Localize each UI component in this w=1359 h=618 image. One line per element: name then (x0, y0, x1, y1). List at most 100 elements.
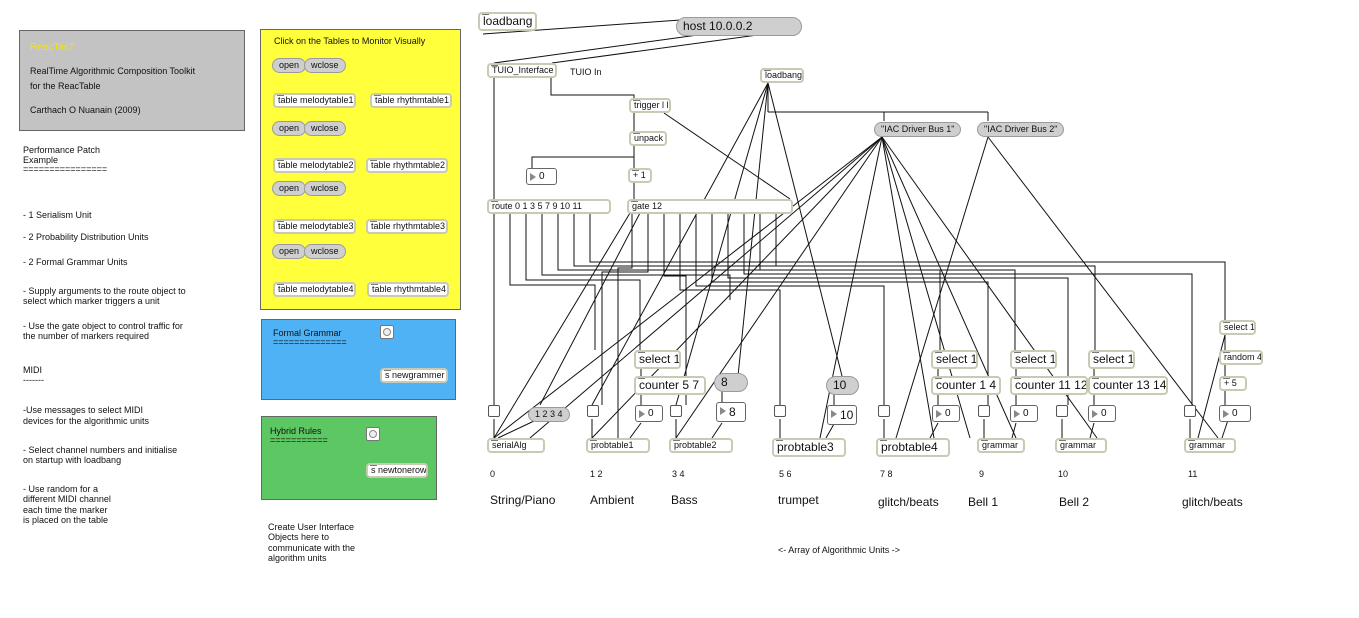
toggle-grammar-1[interactable] (978, 405, 990, 417)
gate-object[interactable]: gate 12 (627, 199, 793, 214)
toggle-serial[interactable] (488, 405, 500, 417)
wclose-button-3[interactable]: wclose (304, 181, 346, 196)
numbox-probtable2[interactable]: 8 (716, 402, 746, 422)
toggle-probtable4[interactable] (878, 405, 890, 417)
loadbang-object-2[interactable]: loadbang (760, 68, 804, 83)
message-1234[interactable]: 1 2 3 4 (528, 407, 570, 422)
open-button-4[interactable]: open (272, 244, 307, 259)
counter-11-12[interactable]: counter 11 12 (1010, 376, 1088, 395)
unit-name-ambient: Ambient (590, 493, 635, 507)
numbox-grammar-2[interactable]: 0 (1088, 405, 1116, 422)
wclose-button-2[interactable]: wclose (304, 121, 346, 136)
unit-probtable2[interactable]: probtable2 (669, 438, 733, 453)
formal-grammar-rule: ============== (273, 337, 347, 347)
table-rhythmtable2[interactable]: table rhythmtable2 (366, 158, 448, 173)
note-chan-a: - Select channel numbers and initialise (23, 445, 178, 455)
message-8[interactable]: 8 (714, 373, 748, 392)
hybrid-rules-bang[interactable] (366, 427, 380, 441)
numbox-grammar-3[interactable]: 0 (1219, 405, 1251, 422)
wclose-button-1[interactable]: wclose (304, 58, 346, 73)
counter-13-14[interactable]: counter 13 14 (1088, 376, 1168, 395)
table-melodytable1[interactable]: table melodytable1 (273, 93, 356, 108)
note-route-a: - Supply arguments to the route object t… (23, 286, 186, 296)
ui-note-3: communicate with the (268, 543, 356, 553)
table-rhythmtable4[interactable]: table rhythmtable4 (367, 282, 449, 297)
info-line-2: for the ReacTable (30, 81, 101, 91)
unit-probtable1[interactable]: probtable1 (586, 438, 650, 453)
unit-name-glitch-beats-2: glitch/beats (1182, 495, 1243, 509)
marker-label-3: 5 6 (779, 469, 792, 479)
unit-grammar-3[interactable]: grammar (1184, 438, 1236, 453)
info-line-1: RealTime Algorithmic Composition Toolkit (30, 66, 196, 76)
unpack-object[interactable]: unpack i (629, 131, 667, 146)
toggle-probtable2[interactable] (670, 405, 682, 417)
message-10[interactable]: 10 (826, 376, 859, 395)
trigger-object[interactable]: trigger l l (629, 98, 671, 113)
note-probability: - 2 Probability Distribution Units (23, 232, 149, 242)
table-melodytable4[interactable]: table melodytable4 (273, 282, 356, 297)
unit-serialalg[interactable]: serialAlg (487, 438, 545, 453)
select-object-2[interactable]: select 1 (931, 350, 978, 369)
toggle-grammar-2[interactable] (1056, 405, 1068, 417)
unit-grammar-2[interactable]: grammar (1055, 438, 1107, 453)
select-object-5[interactable]: select 1 (1219, 320, 1256, 335)
marker-label-1: 1 2 (590, 469, 603, 479)
unit-name-string-piano: String/Piano (490, 493, 556, 507)
send-newgrammer[interactable]: s newgrammer (380, 368, 448, 383)
numbox-grammar-1[interactable]: 0 (1010, 405, 1038, 422)
send-newtonerow[interactable]: s newtonerow (366, 463, 428, 478)
unit-name-bell-1: Bell 1 (968, 495, 999, 509)
table-melodytable3[interactable]: table melodytable3 (273, 219, 356, 234)
note-midi: MIDI (23, 365, 42, 375)
tuio-interface-object[interactable]: TUIO_Interface (487, 63, 557, 78)
open-button-1[interactable]: open (272, 58, 307, 73)
formal-grammar-bang[interactable] (380, 325, 394, 339)
host-message[interactable]: host 10.0.0.2 (676, 17, 802, 36)
iac-bus-1-message[interactable]: "IAC Driver Bus 1" (874, 122, 962, 137)
note-gate-a: - Use the gate object to control traffic… (23, 321, 183, 331)
unit-name-trumpet: trumpet (778, 493, 819, 507)
unit-probtable3[interactable]: probtable3 (772, 438, 846, 457)
route-object[interactable]: route 0 1 3 5 7 9 10 11 (487, 199, 611, 214)
random-4-object[interactable]: random 4 (1219, 350, 1263, 365)
select-object-1[interactable]: select 1 (634, 350, 681, 369)
counter-1-4[interactable]: counter 1 4 (931, 376, 1001, 395)
toggle-grammar-3[interactable] (1184, 405, 1196, 417)
select-object-4[interactable]: select 1 (1088, 350, 1135, 369)
numbox-probtable3[interactable]: 10 (827, 405, 857, 425)
table-melodytable2[interactable]: table melodytable2 (273, 158, 356, 173)
unit-probtable4[interactable]: probtable4 (876, 438, 950, 457)
info-panel: ReacTacT RealTime Algorithmic Compositio… (19, 30, 245, 131)
marker-label-7: 11 (1188, 469, 1198, 479)
toggle-probtable1[interactable] (587, 405, 599, 417)
info-author: Carthach O Nuanain (2009) (30, 105, 141, 115)
unit-name-bass: Bass (671, 493, 698, 507)
table-rhythmtable1[interactable]: table rhythmtable1 (370, 93, 452, 108)
note-rand-a: - Use random for a (23, 484, 99, 494)
numbox-probtable4[interactable]: 0 (932, 405, 960, 422)
loadbang-object[interactable]: loadbang (478, 12, 537, 31)
wclose-button-4[interactable]: wclose (304, 244, 346, 259)
tables-panel-title: Click on the Tables to Monitor Visually (274, 36, 426, 46)
open-button-3[interactable]: open (272, 181, 307, 196)
marker-number-box[interactable]: 0 (526, 168, 557, 185)
unit-grammar-1[interactable]: grammar (977, 438, 1025, 453)
counter-5-7[interactable]: counter 5 7 (634, 376, 706, 395)
ui-note-4: algorithm units (268, 553, 327, 563)
open-button-2[interactable]: open (272, 121, 307, 136)
note-rule: ================ (23, 164, 108, 174)
note-rand-b: different MIDI channel (23, 494, 111, 504)
plus-5-object[interactable]: + 5 (1219, 376, 1247, 391)
plus-one-object[interactable]: + 1 (628, 168, 652, 183)
iac-bus-2-message[interactable]: "IAC Driver Bus 2" (977, 122, 1065, 137)
table-rhythmtable3[interactable]: table rhythmtable3 (366, 219, 448, 234)
select-object-3[interactable]: select 1 (1010, 350, 1057, 369)
note-gate-b: the number of markers required (23, 331, 150, 341)
numbox-probtable1[interactable]: 0 (635, 405, 663, 422)
note-midi-rule: ------- (23, 375, 44, 385)
array-note: <- Array of Algorithmic Units -> (778, 545, 901, 555)
hybrid-rules-panel (261, 416, 437, 500)
ui-note-2: Objects here to (268, 532, 330, 542)
marker-label-2: 3 4 (672, 469, 685, 479)
toggle-probtable3[interactable] (774, 405, 786, 417)
